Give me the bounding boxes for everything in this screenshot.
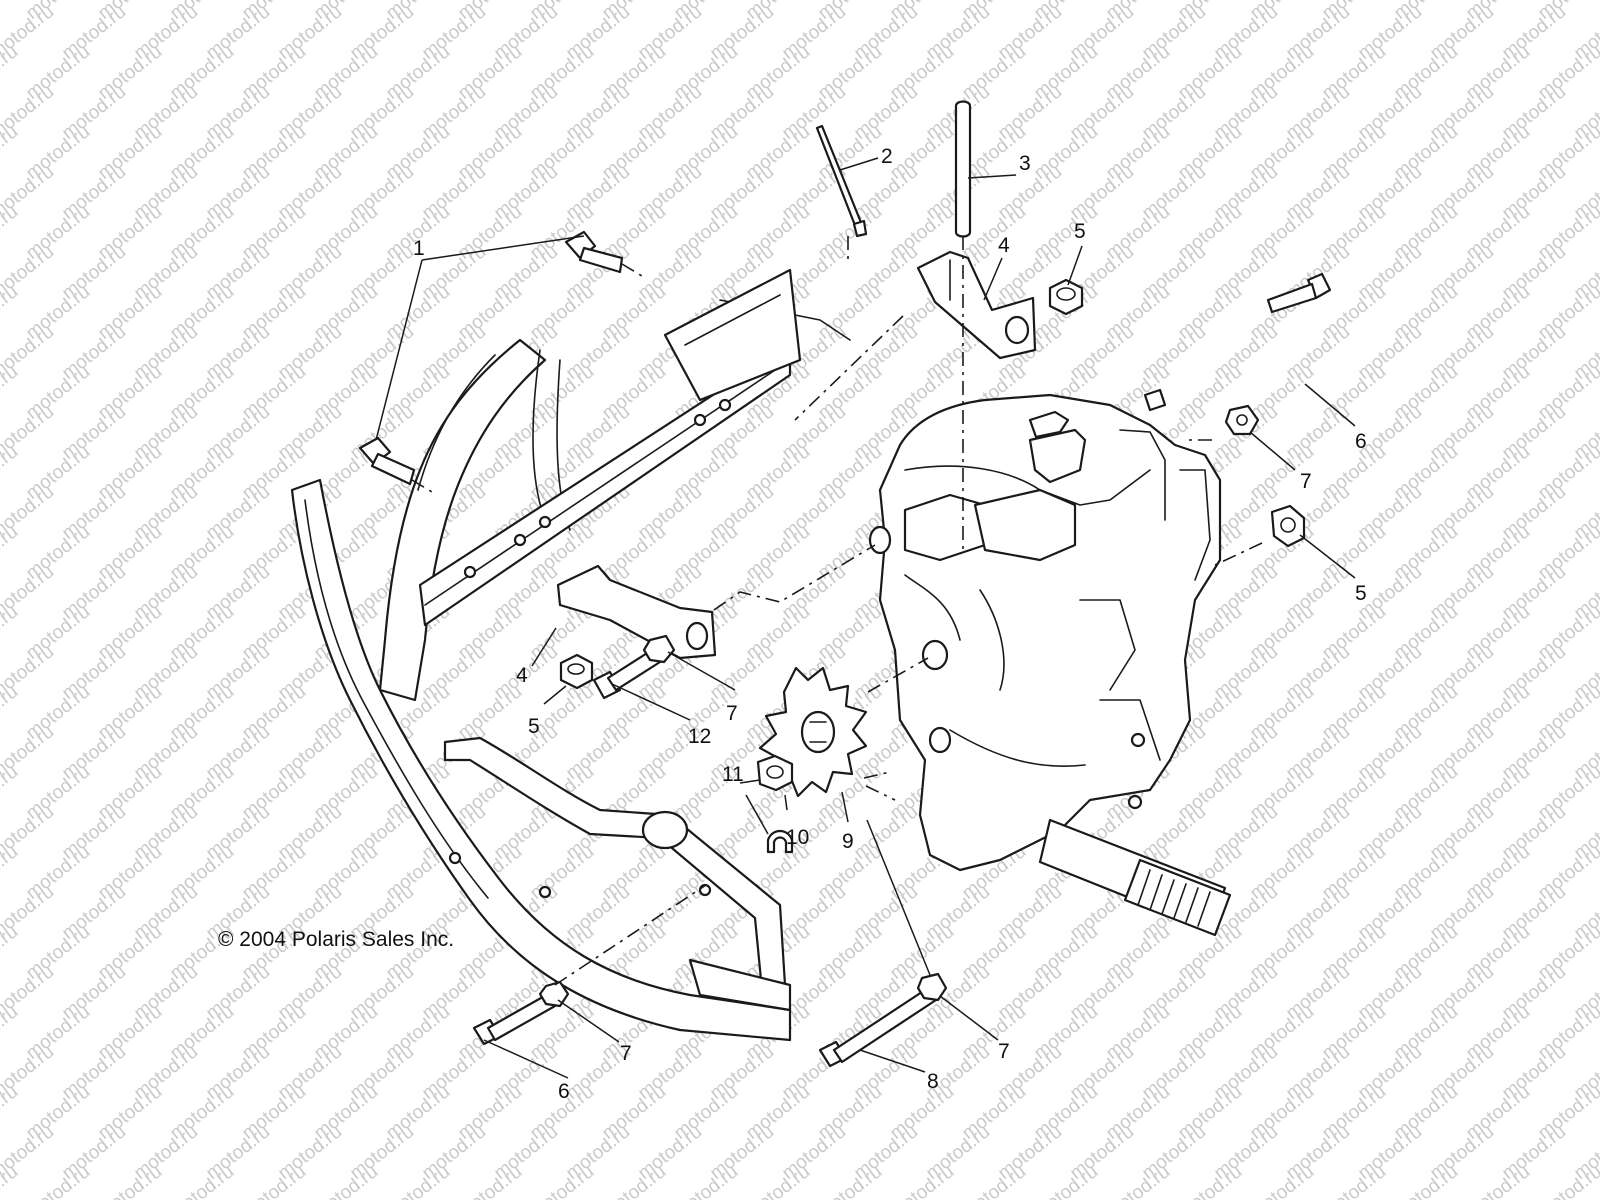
watermark-text: motod.ru: [0, 361, 22, 424]
pin-3: [954, 100, 972, 238]
watermark-text: motod.ru: [1534, 1161, 1600, 1200]
callout-numbers: 1 2 3 4 5 6 7 5 4 5 12 7 11 10 9 7 6 8 7: [413, 145, 1367, 1103]
washer-7-right: [1224, 404, 1260, 436]
bolt-1-upper: [564, 230, 624, 274]
watermark-text: motod.ru: [0, 201, 22, 264]
callout-10: 10: [786, 826, 809, 849]
leader-lines: [375, 157, 1356, 1079]
copyright-notice: © 2004 Polaris Sales Inc.: [218, 928, 454, 951]
callout-7-right: 7: [1300, 470, 1312, 493]
rod-2: [815, 124, 868, 238]
callout-12: 12: [688, 725, 711, 748]
watermark-text: motod.ru: [0, 121, 22, 184]
nut-5-left: [559, 653, 594, 690]
callout-7-lower-right: 7: [998, 1040, 1010, 1063]
callout-8: 8: [927, 1070, 939, 1093]
lower-bracket-frame: [443, 736, 792, 1012]
watermark-text: motod.ru: [0, 921, 22, 984]
watermark-text: motod.ru: [0, 441, 22, 504]
frame-rails: [290, 299, 851, 1042]
watermark-text: motod.ru: [0, 841, 22, 904]
bolt-1-lower: [358, 436, 416, 486]
watermark-text: motod.ru: [0, 281, 22, 344]
watermark-text: motod.ru: [0, 761, 22, 824]
callout-2: 2: [881, 145, 893, 168]
washer-7-left: [642, 634, 676, 664]
watermark-text: motod.ru: [0, 521, 22, 584]
watermark-text: motod.ru: [0, 681, 22, 744]
watermark-text: motod.ru: [0, 1081, 22, 1144]
washer-10: [756, 754, 794, 792]
watermark-text: motod.ru: [0, 1001, 22, 1064]
callout-4-lower: 4: [516, 664, 528, 687]
callout-5-right: 5: [1355, 582, 1367, 605]
gearbox-housing: [868, 388, 1222, 872]
bolt-6-right: [1266, 272, 1332, 314]
bracket-4-upper: [916, 250, 1037, 360]
callout-9: 9: [842, 830, 854, 853]
clip-11: [766, 829, 794, 854]
watermark-text: motod.ru: [0, 601, 22, 664]
mounting-rail: [418, 268, 802, 627]
nut-5-right: [1270, 504, 1306, 548]
output-shaft: [1038, 818, 1232, 937]
callout-11: 11: [722, 763, 744, 786]
nut-5-upper: [1048, 278, 1084, 316]
callout-6-right: 6: [1355, 430, 1367, 453]
washer-7-lower-right: [916, 972, 948, 1002]
callout-5-upper: 5: [1074, 220, 1086, 243]
callout-6-lower: 6: [558, 1080, 570, 1103]
callout-4-upper: 4: [998, 234, 1010, 257]
callout-7-lower-left: 7: [620, 1042, 632, 1065]
callout-7-mid: 7: [726, 702, 738, 725]
assembly-lines: [411, 236, 1263, 986]
watermark-text: motod.ru: [0, 41, 22, 104]
watermark-text: motod.ru: [0, 0, 22, 24]
callout-1: 1: [413, 237, 425, 260]
callout-3: 3: [1019, 152, 1031, 175]
callout-5-lower: 5: [528, 715, 540, 738]
bracket-4-lower: [556, 564, 717, 660]
